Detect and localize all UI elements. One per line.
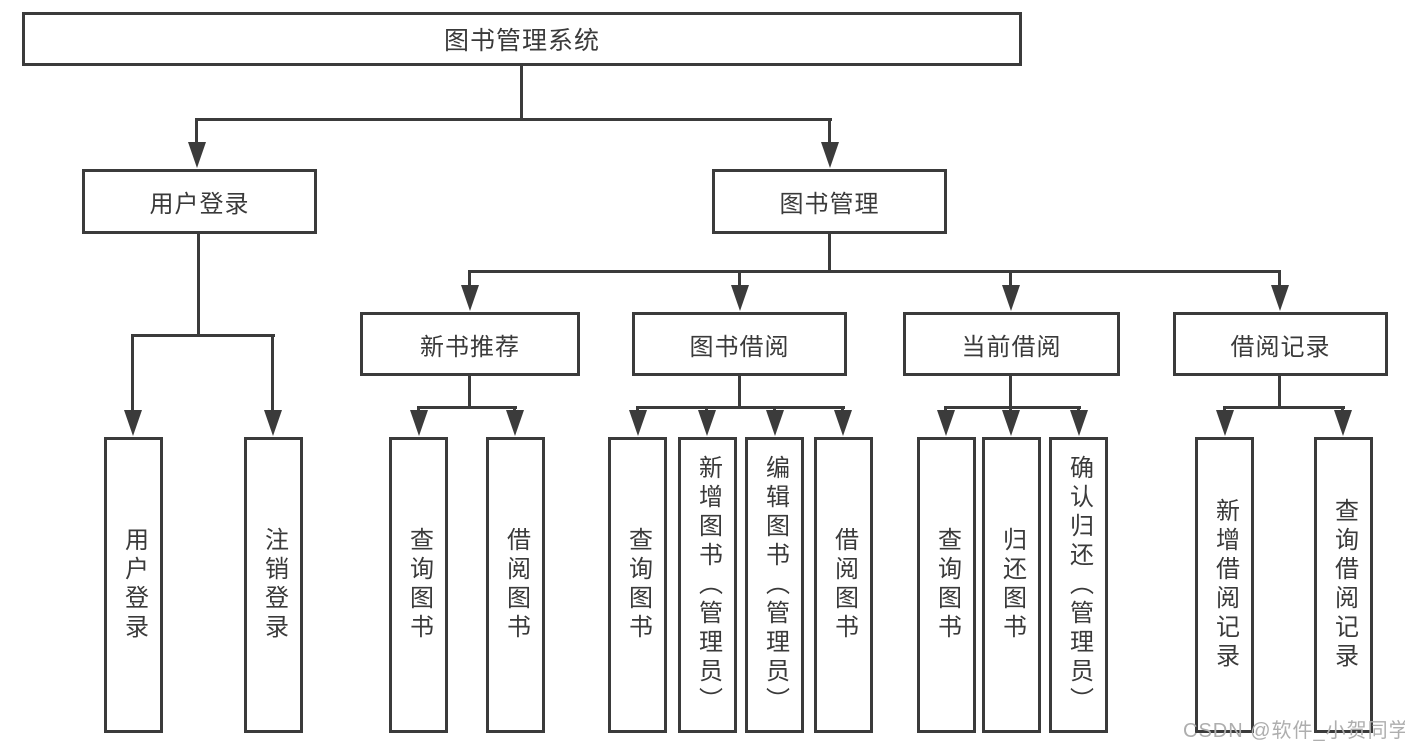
arrow-down-icon: [937, 410, 955, 436]
arrow-down-icon: [1070, 410, 1088, 436]
leaf-add-book-admin: 新增图书（管理员）: [678, 437, 737, 733]
connector-stem: [1341, 406, 1344, 412]
arrow-down-icon: [124, 410, 142, 436]
connector-stem: [828, 233, 831, 272]
connector-stem: [1278, 375, 1281, 409]
node-current-borrow: 当前借阅: [903, 312, 1120, 376]
connector-hline: [944, 406, 1081, 409]
leaf-label: 查询图书: [624, 527, 652, 643]
connector-stem: [1278, 270, 1281, 286]
leaf-edit-book-admin: 编辑图书（管理员）: [745, 437, 804, 733]
leaf-label: 查询借阅记录: [1330, 498, 1358, 672]
connector-stem: [195, 118, 198, 144]
leaf-borrow-books: 借阅图书: [814, 437, 873, 733]
connector-stem: [705, 406, 708, 412]
connector-stem: [271, 334, 274, 411]
connector-stem: [417, 406, 420, 412]
leaf-query-borrow-record: 查询借阅记录: [1314, 437, 1373, 733]
node-book-borrow: 图书借阅: [632, 312, 847, 376]
connector-stem: [1223, 406, 1226, 412]
node-user-login: 用户登录: [82, 169, 317, 234]
watermark-text: CSDN @软件_小贺同学: [1183, 720, 1405, 742]
leaf-label: 查询图书: [933, 527, 961, 643]
leaf-logout: 注销登录: [244, 437, 303, 733]
leaf-label: 借阅图书: [502, 527, 530, 643]
connector-stem: [944, 406, 947, 412]
arrow-down-icon: [188, 142, 206, 168]
connector-stem: [841, 406, 844, 412]
arrow-down-icon: [731, 285, 749, 311]
leaf-label: 查询图书: [405, 527, 433, 643]
connector-stem: [197, 233, 200, 337]
leaf-label: 用户登录: [120, 527, 148, 643]
arrow-down-icon: [1002, 410, 1020, 436]
arrow-down-icon: [264, 410, 282, 436]
connector-stem: [1009, 375, 1012, 409]
node-new-book-recommend: 新书推荐: [360, 312, 580, 376]
connector-stem: [131, 334, 134, 411]
connector-stem: [738, 270, 741, 286]
leaf-confirm-return-admin: 确认归还（管理员）: [1049, 437, 1108, 733]
leaf-label: 归还图书: [998, 527, 1026, 643]
leaf-label: 确认归还（管理员）: [1065, 454, 1093, 716]
leaf-borrow-books-recommend: 借阅图书: [486, 437, 545, 733]
leaf-query-books-borrow: 查询图书: [608, 437, 667, 733]
node-borrow-records: 借阅记录: [1173, 312, 1388, 376]
arrow-down-icon: [461, 285, 479, 311]
arrow-down-icon: [629, 410, 647, 436]
connector-stem: [1077, 406, 1080, 412]
arrow-down-icon: [1002, 285, 1020, 311]
connector-hline: [132, 334, 275, 337]
node-root: 图书管理系统: [22, 12, 1022, 66]
arrow-down-icon: [1271, 285, 1289, 311]
connector-hline: [636, 406, 845, 409]
connector-stem: [468, 375, 471, 409]
node-book-management: 图书管理: [712, 169, 947, 234]
leaf-add-borrow-record: 新增借阅记录: [1195, 437, 1254, 733]
connector-stem: [513, 406, 516, 412]
leaf-user-login: 用户登录: [104, 437, 163, 733]
arrow-down-icon: [410, 410, 428, 436]
leaf-query-books-current: 查询图书: [917, 437, 976, 733]
connector-stem: [468, 270, 471, 286]
connector-stem: [636, 406, 639, 412]
leaf-return-books: 归还图书: [982, 437, 1041, 733]
leaf-query-books-recommend: 查询图书: [389, 437, 448, 733]
arrow-down-icon: [821, 142, 839, 168]
arrow-down-icon: [1216, 410, 1234, 436]
connector-stem: [828, 118, 831, 144]
connector-stem: [738, 375, 741, 409]
connector-hline: [1223, 406, 1345, 409]
leaf-label: 注销登录: [260, 527, 288, 643]
arrow-down-icon: [766, 410, 784, 436]
connector-stem: [520, 64, 523, 119]
connector-hline: [418, 406, 517, 409]
arrow-down-icon: [698, 410, 716, 436]
leaf-label: 新增借阅记录: [1211, 498, 1239, 672]
connector-stem: [773, 406, 776, 412]
leaf-label: 编辑图书（管理员）: [761, 454, 789, 716]
connector-stem: [1009, 270, 1012, 286]
connector-stem: [1009, 406, 1012, 412]
arrow-down-icon: [506, 410, 524, 436]
connector-hline: [468, 270, 1281, 273]
leaf-label: 借阅图书: [830, 527, 858, 643]
arrow-down-icon: [1334, 410, 1352, 436]
arrow-down-icon: [834, 410, 852, 436]
leaf-label: 新增图书（管理员）: [694, 454, 722, 716]
connector-hline: [196, 118, 832, 121]
